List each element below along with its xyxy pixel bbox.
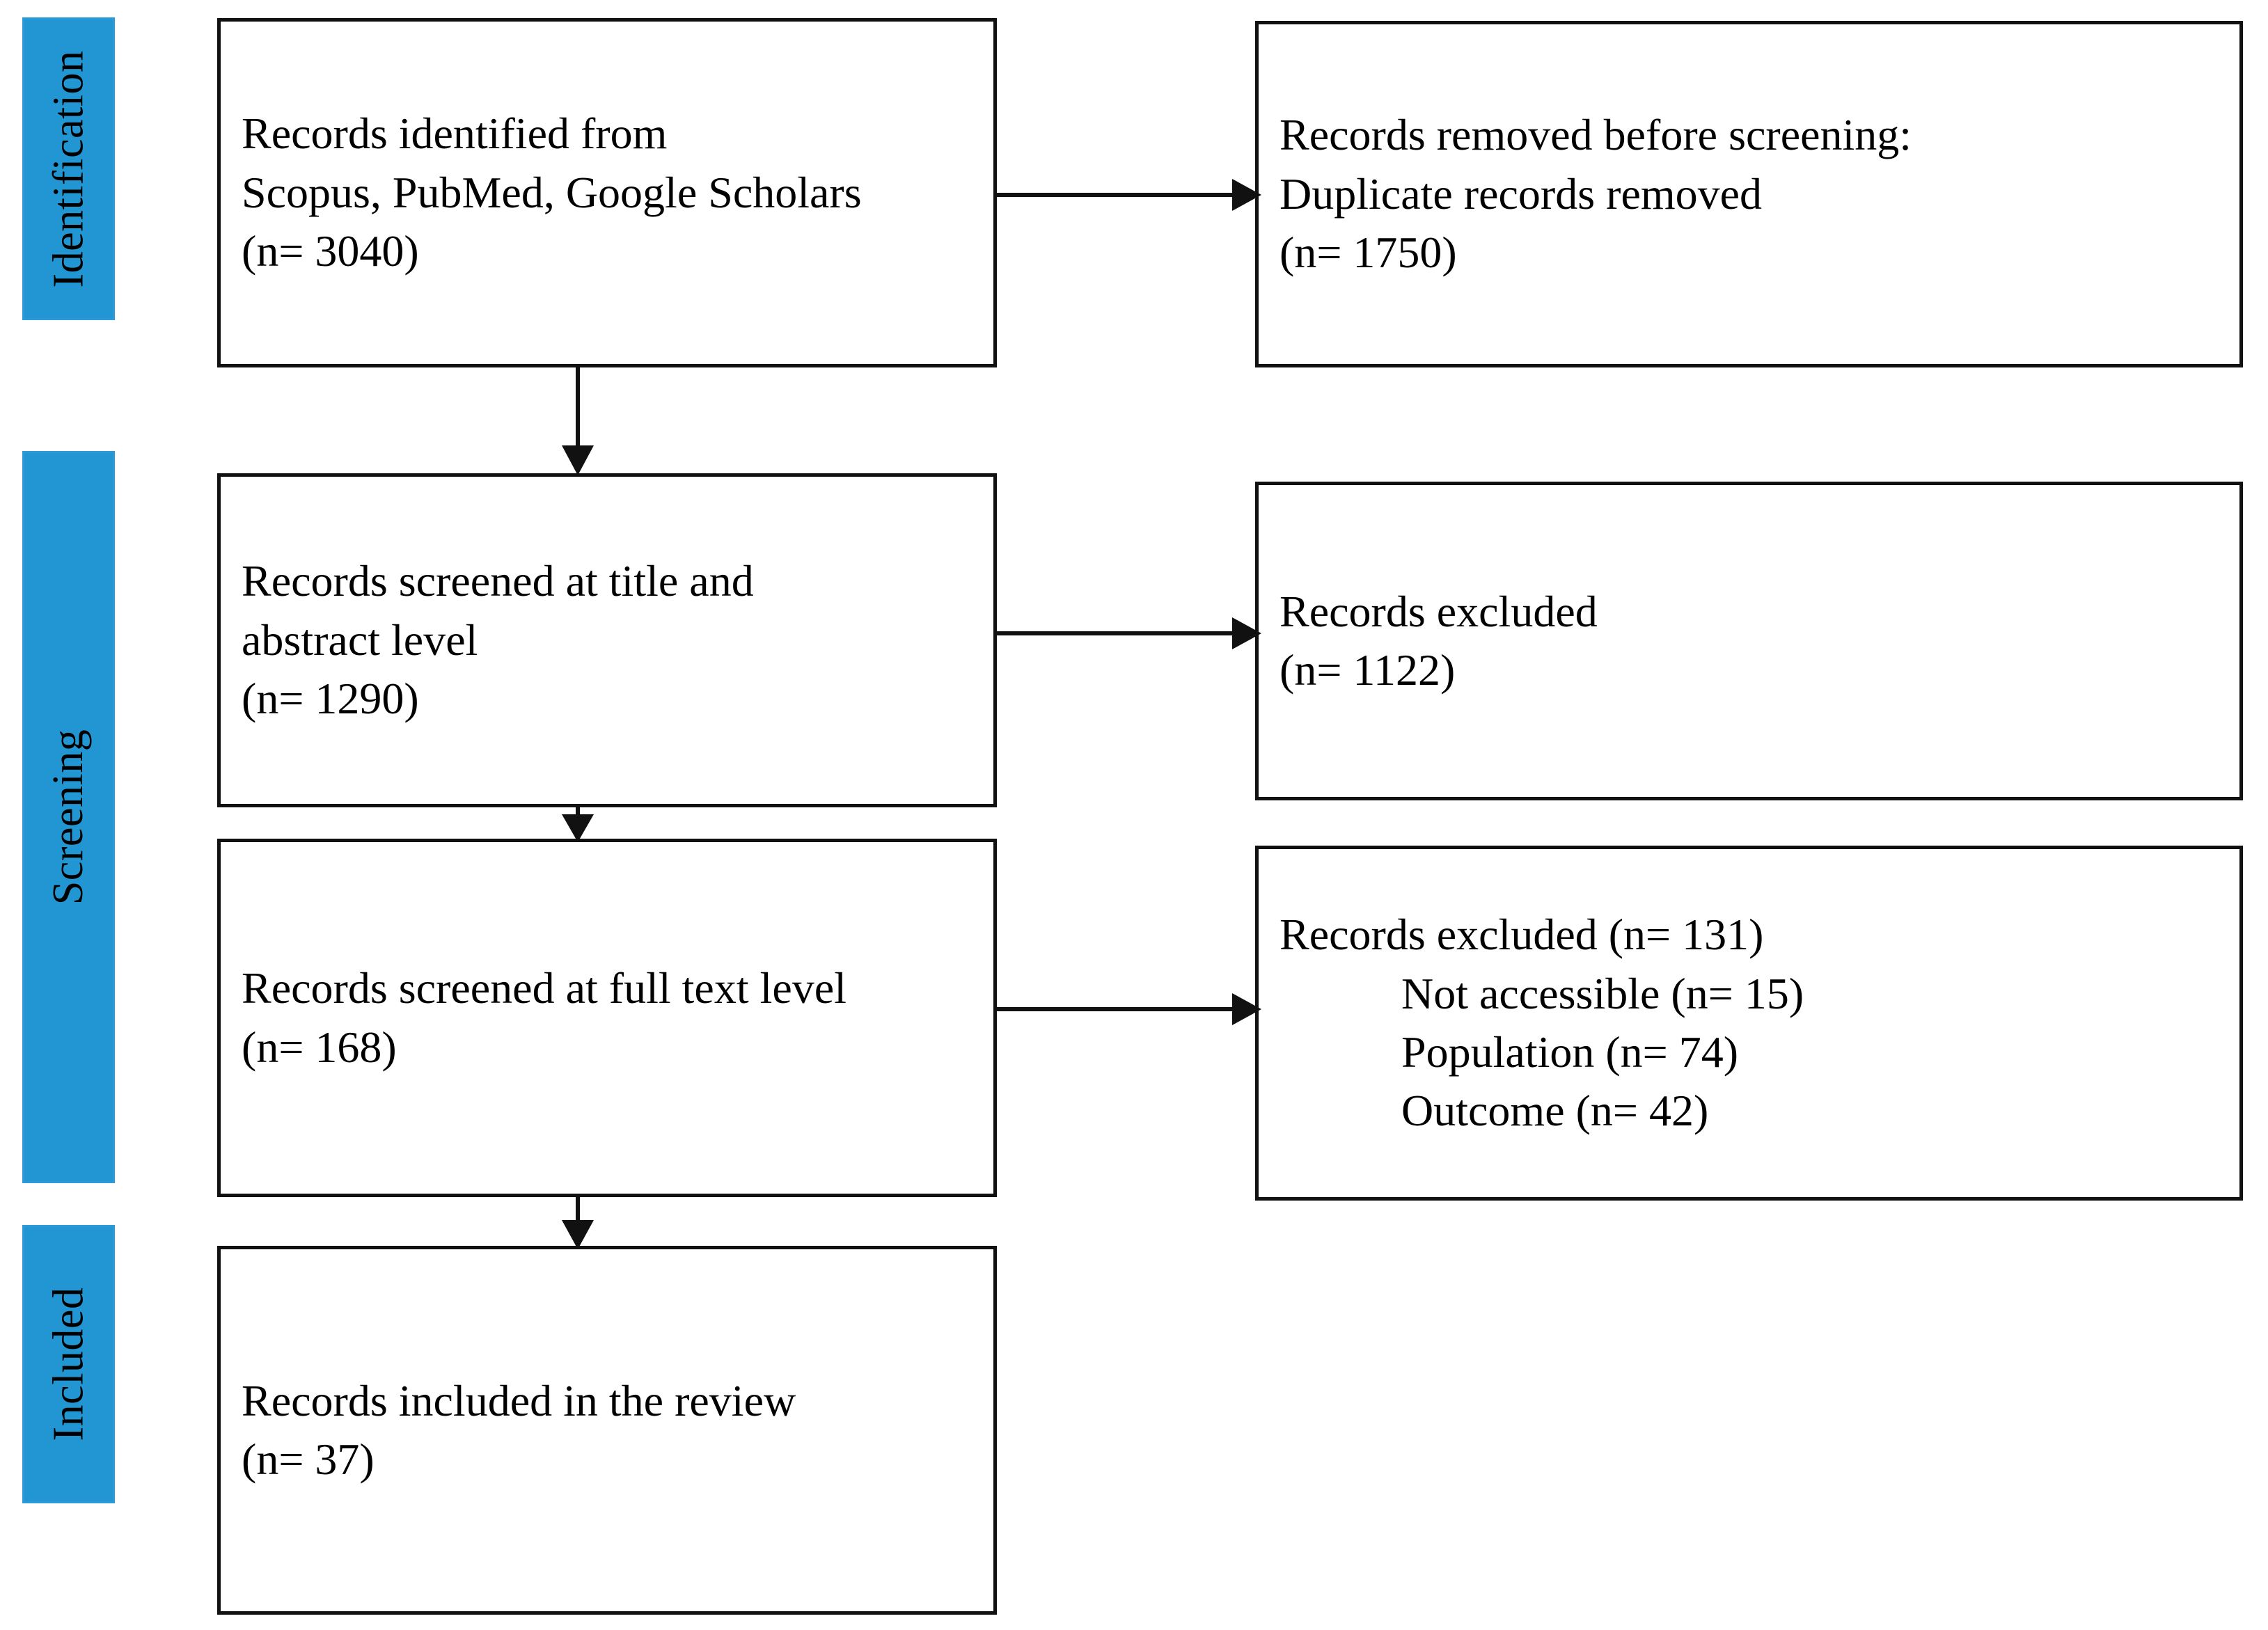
stage-bar-screening: Screening (22, 451, 115, 1183)
box-line: Records excluded (n= 131) (1279, 910, 1764, 960)
stage-label-screening: Screening (45, 729, 93, 905)
box-line: Records excluded (1279, 586, 1598, 636)
box-records-identified: Records identified from Scopus, PubMed, … (217, 18, 997, 367)
box-line: Records screened at full text level (242, 963, 846, 1013)
box-line: (n= 1290) (242, 674, 419, 724)
box-line: (n= 3040) (242, 226, 419, 276)
box-records-excluded-title-abstract: Records excluded (n= 1122) (1255, 482, 2243, 800)
box-line: Records identified from (242, 109, 668, 159)
box-line-reason: Population (n= 74) (1401, 1027, 1739, 1077)
box-line: Records screened at title and (242, 556, 754, 606)
box-line: (n= 1750) (1279, 228, 1457, 278)
box-records-included-in-review: Records included in the review (n= 37) (217, 1246, 997, 1615)
box-records-screened-full-text: Records screened at full text level (n= … (217, 839, 997, 1197)
box-line: abstract level (242, 615, 478, 665)
box-line-reason: Not accessible (n= 15) (1401, 968, 1804, 1018)
box-line-reason: Outcome (n= 42) (1401, 1086, 1709, 1136)
stage-label-identification: Identification (45, 50, 93, 287)
stage-bar-identification: Identification (22, 17, 115, 320)
box-line: Duplicate records removed (1279, 168, 1763, 219)
box-records-excluded-full-text: Records excluded (n= 131) Not accessible… (1255, 846, 2243, 1201)
box-line: (n= 168) (242, 1022, 397, 1072)
arrow-screened-full-to-included (557, 1197, 599, 1249)
arrow-identified-to-screened-title (557, 367, 599, 475)
box-line: (n= 1122) (1279, 645, 1456, 695)
box-line: (n= 37) (242, 1434, 375, 1484)
box-records-screened-title-abstract: Records screened at title and abstract l… (217, 473, 997, 807)
arrow-identified-to-duplicates (997, 174, 1261, 216)
box-line: Records removed before screening: (1279, 110, 1912, 160)
arrow-screened-full-to-excluded (997, 988, 1261, 1030)
arrow-screened-title-to-screened-full (557, 807, 599, 842)
stage-bar-included: Included (22, 1225, 115, 1503)
box-line: Scopus, PubMed, Google Scholars (242, 167, 862, 217)
arrow-screened-title-to-excluded (997, 612, 1261, 654)
stage-label-included: Included (45, 1287, 93, 1441)
box-records-removed-before-screening: Records removed before screening: Duplic… (1255, 21, 2243, 367)
box-line: Records included in the review (242, 1375, 796, 1425)
